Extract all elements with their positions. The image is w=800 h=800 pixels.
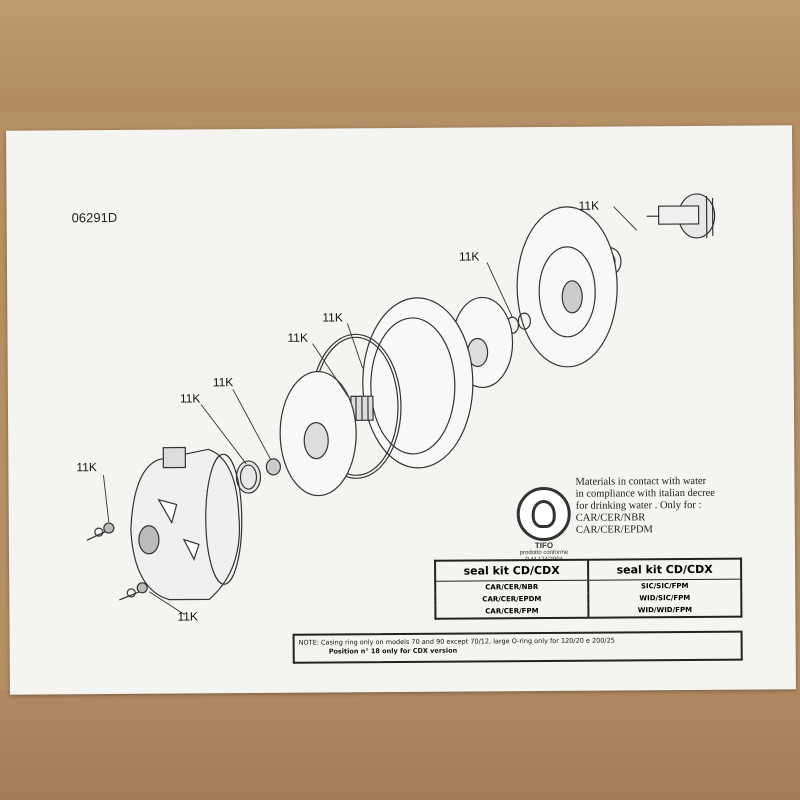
note-line-2: Position n° 18 only for CDX version <box>328 646 458 656</box>
seal-kit-header: seal kit CD/CDX <box>435 559 589 582</box>
seal-kit-cell: CAR/CER/NBR <box>435 580 589 594</box>
casing-bolts <box>86 522 148 601</box>
seal-kit-table: seal kit CD/CDX seal kit CD/CDX CAR/CER/… <box>434 557 743 620</box>
impeller-nut-part <box>265 458 281 476</box>
cardboard-background-top <box>0 0 800 112</box>
callout-leader-lines <box>102 206 638 615</box>
parts-sheet: 06291D <box>6 125 796 695</box>
exploded-pump-drawing <box>86 193 716 615</box>
cardboard-background-bottom <box>0 690 800 800</box>
callout-11k-bolt-bottom: 11K <box>177 609 198 624</box>
casing-cover-part <box>362 297 474 469</box>
callout-11k-shaft: 11K <box>578 198 600 213</box>
seal-kit-header: seal kit CD/CDX <box>588 558 742 581</box>
seal-kit-cell: WID/WID/FPM <box>637 605 693 615</box>
certification-text: Materials in contact with water in compl… <box>575 476 745 537</box>
callout-11k-bolt-top: 11K <box>76 460 97 475</box>
callout-11k-nut: 11K <box>212 375 234 390</box>
tifo-emblem-icon <box>516 486 571 542</box>
tifo-logo-name: TIFO <box>534 540 554 551</box>
motor-shaft-part <box>646 193 716 239</box>
bracket-flange-part <box>516 206 618 368</box>
note-box: NOTE: Casing ring only on models 70 and … <box>292 630 743 664</box>
callout-11k-casing-ring: 11K <box>179 391 201 406</box>
cert-line: CAR/CER/EPDM <box>575 524 653 536</box>
seal-kit-cell: WID/SIC/FPM <box>639 593 691 603</box>
callout-11k-o-ring: 11K <box>322 310 343 325</box>
tifo-certification-logo: TIFO prodotto conforme D.M.174/2004 <box>509 486 580 564</box>
table-row: CAR/CER/FPM WID/WID/FPM <box>435 604 741 619</box>
pump-casing-part <box>130 446 243 601</box>
callout-11k-seal-ring: 11K <box>458 249 480 264</box>
seal-kit-cell: CAR/CER/FPM <box>435 604 589 619</box>
callout-11k-mechanical-seal: 11K <box>287 330 309 345</box>
seal-kit-cell: SIC/SIC/FPM <box>640 581 689 591</box>
seal-kit-cell: CAR/CER/EPDM <box>435 592 589 606</box>
